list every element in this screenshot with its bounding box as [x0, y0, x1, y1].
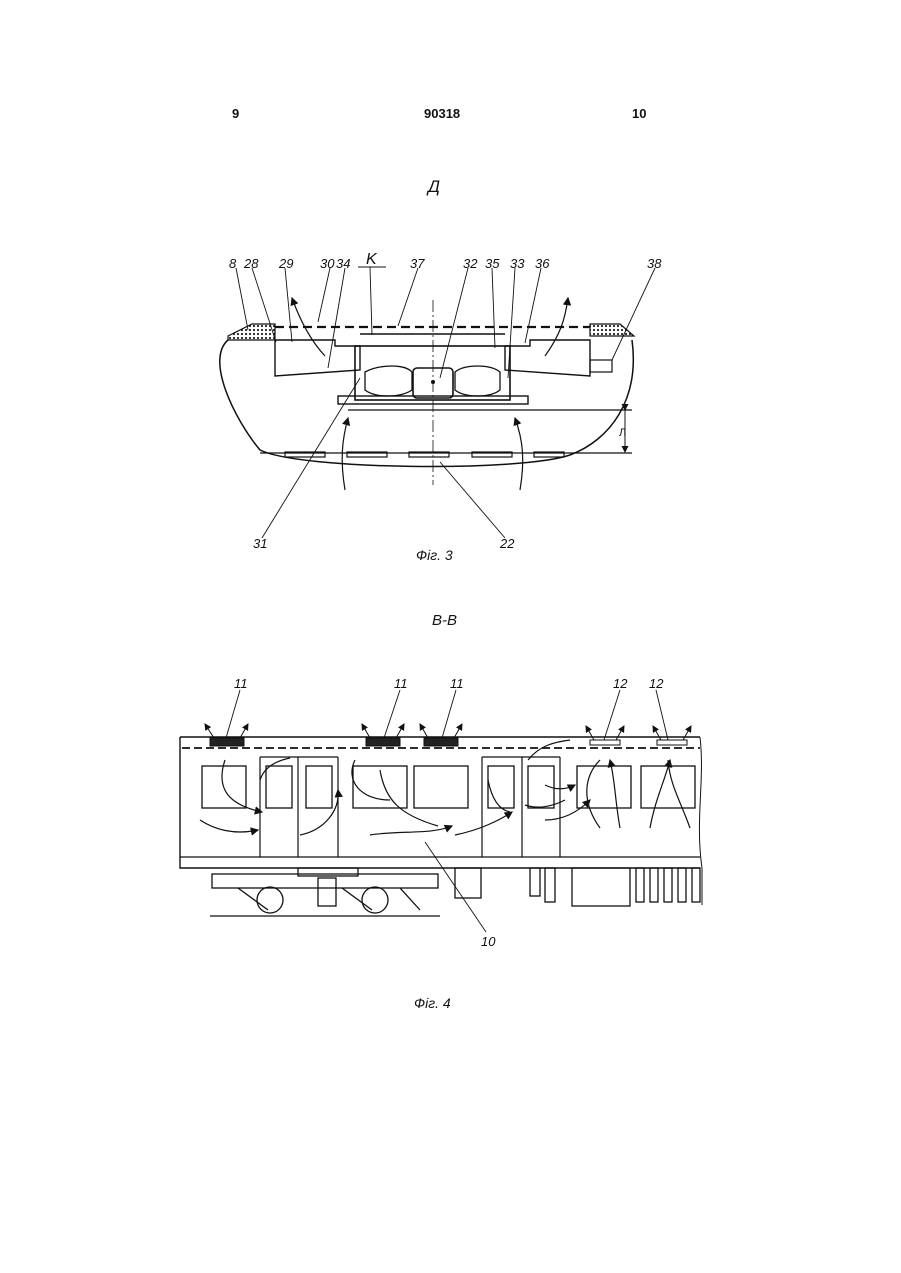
fig4-callout-12b: 12 — [649, 676, 664, 691]
car-windows — [202, 766, 695, 808]
fig4-callout-11a: 11 — [234, 676, 248, 691]
fig4-callout-11b: 11 — [394, 676, 408, 691]
car-body — [180, 737, 700, 868]
fig4-callout-10: 10 — [481, 934, 496, 949]
fig4-callout-11c: 11 — [450, 676, 464, 691]
fig4-callout-12a: 12 — [613, 676, 628, 691]
bogie — [210, 868, 440, 916]
roof-units — [210, 738, 687, 746]
underfloor-equipment — [455, 868, 700, 906]
